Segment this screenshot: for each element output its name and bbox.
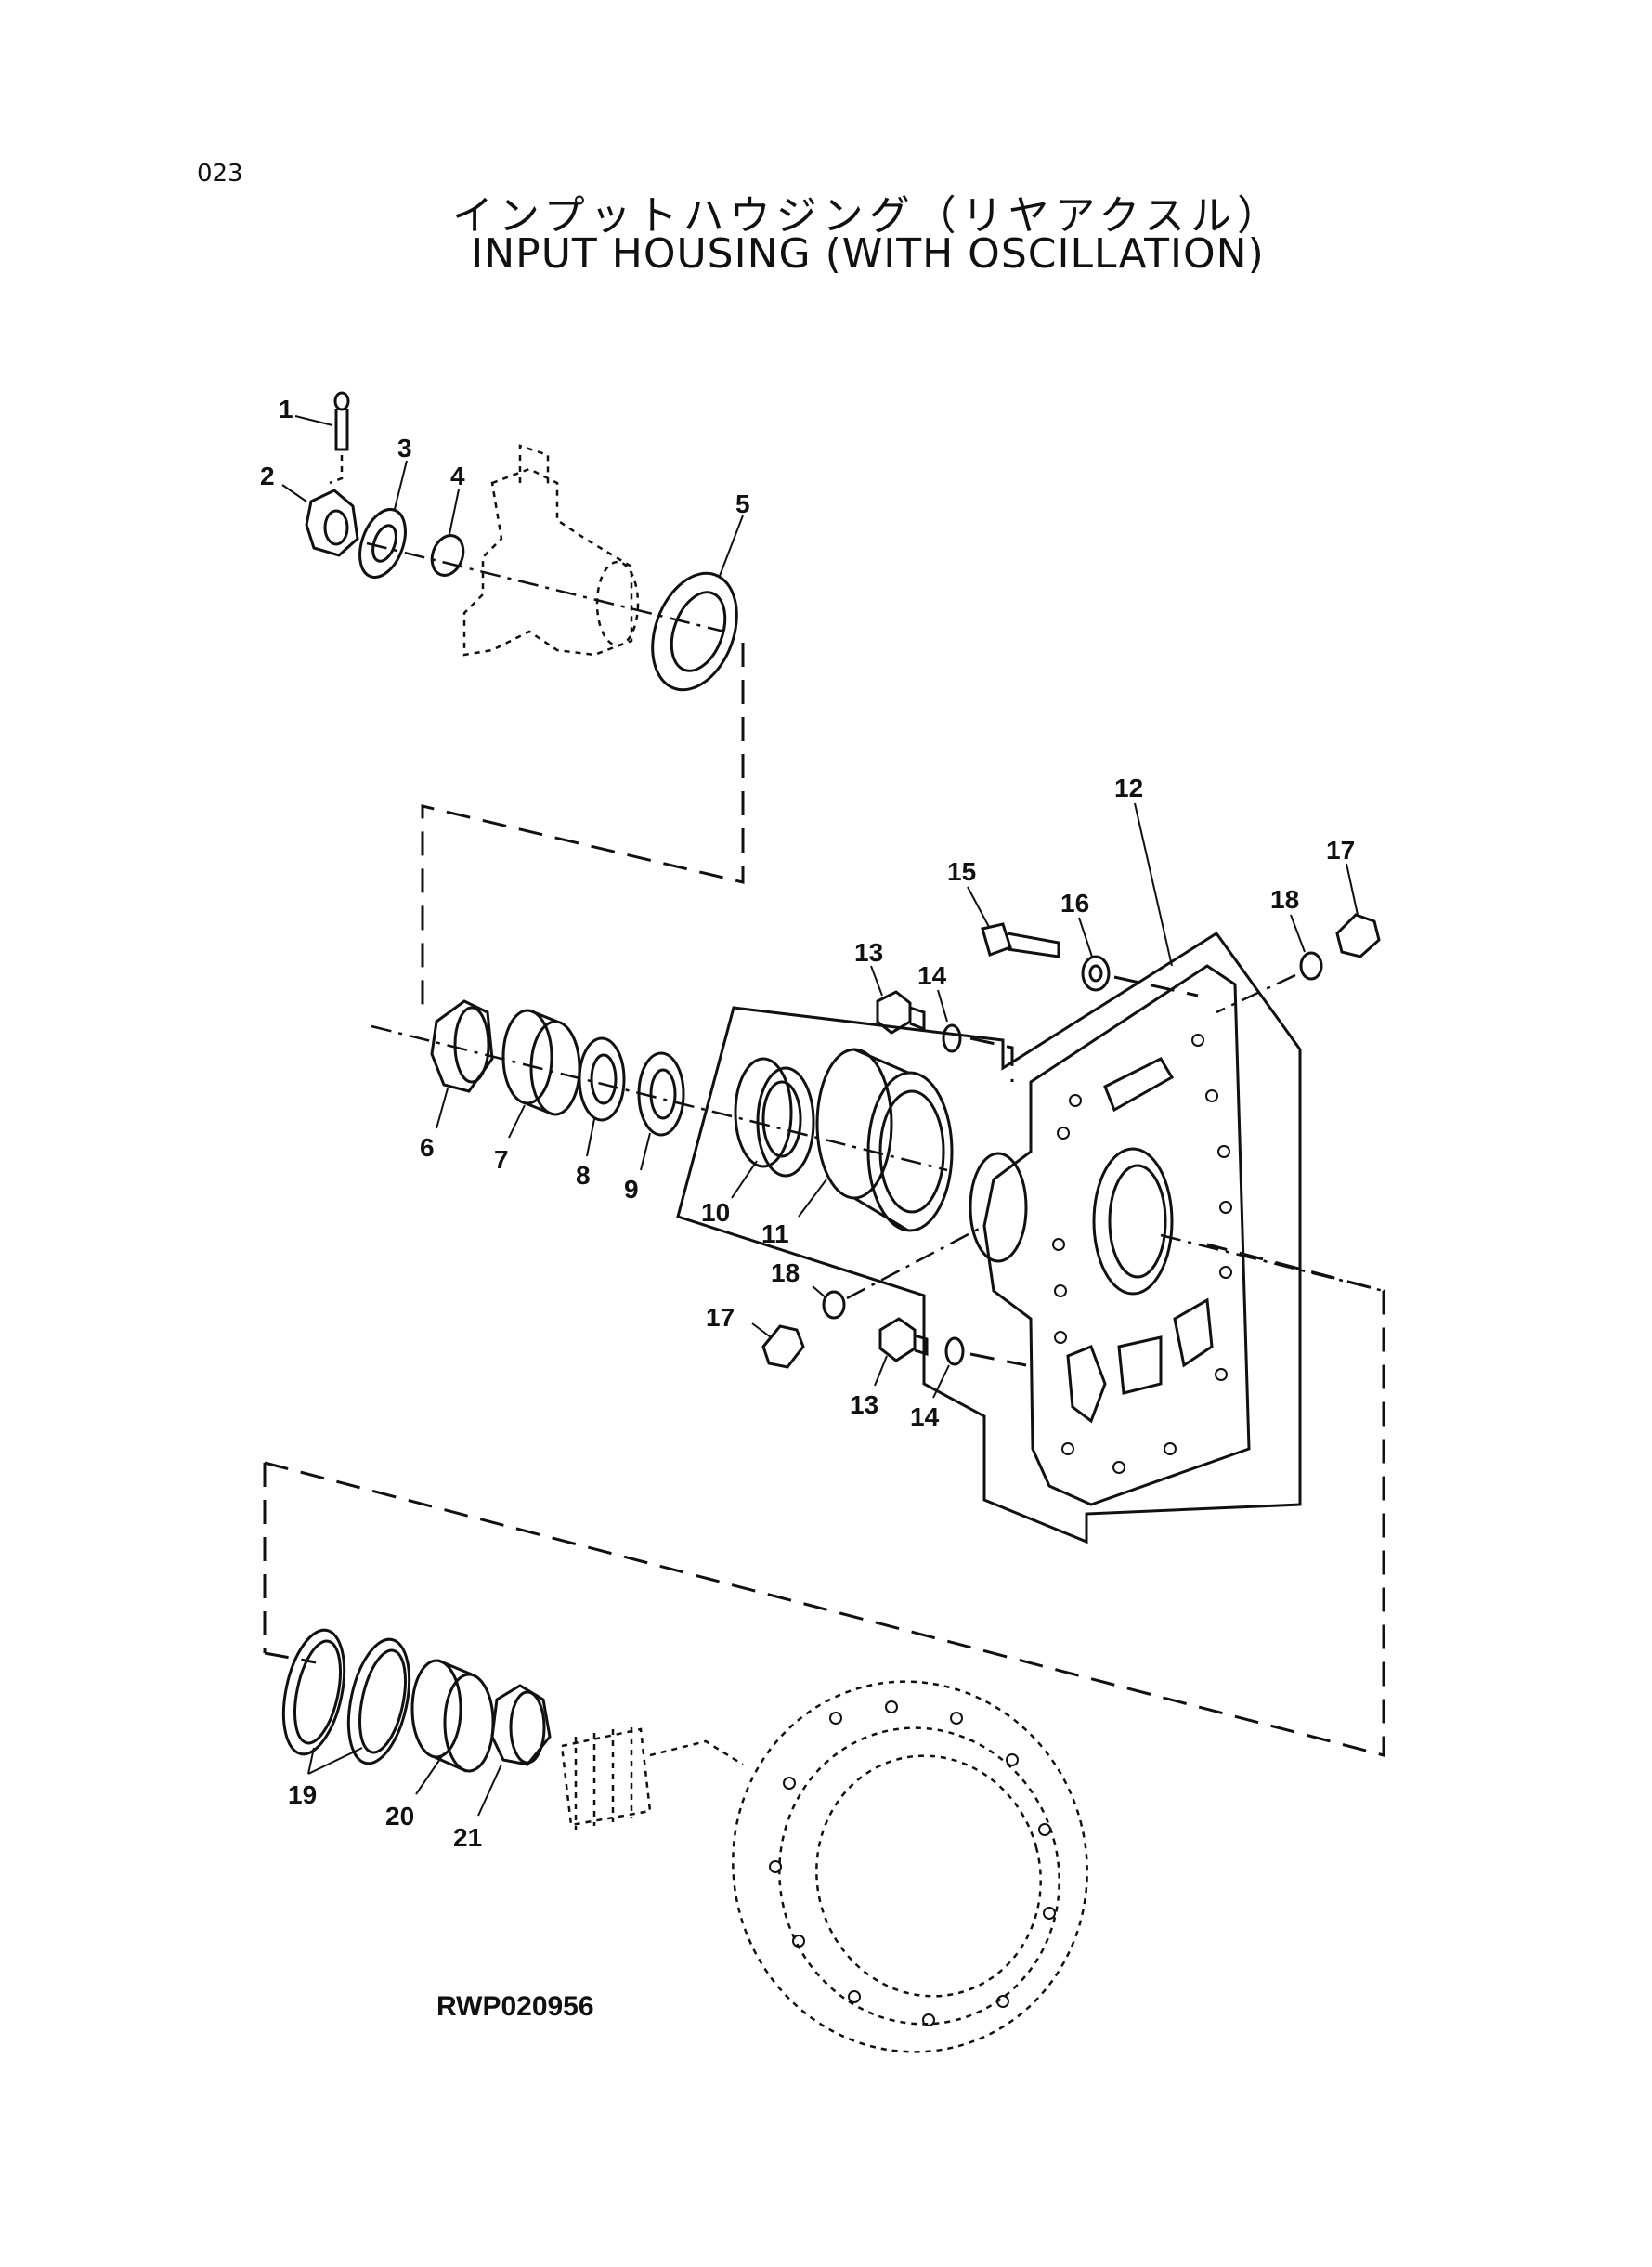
leader-10 [731,1160,758,1199]
leader-2 [281,484,307,502]
callout-5: 5 [735,489,750,518]
leader-7 [508,1104,526,1139]
callout-17-upper: 17 [1326,836,1355,865]
plug-upper [876,990,926,1035]
flange-yoke-phantom [462,444,640,657]
guide-14-lower [969,1352,1027,1367]
callout-6: 6 [420,1133,435,1162]
leader-6 [436,1088,449,1129]
callout-4: 4 [450,462,465,490]
callout-18-upper: 18 [1270,885,1299,914]
callout-labels: 1 2 3 4 5 6 7 8 9 10 11 12 13 14 15 16 1… [260,395,1355,1852]
callout-12: 12 [1114,774,1143,802]
sleeve [815,1048,954,1232]
page-title: INPUT HOUSING (WITH OSCILLATION) [471,230,1265,278]
split-pin [329,391,350,485]
guide-18-upper [1216,973,1296,1014]
callout-20: 20 [385,1802,414,1831]
callout-9: 9 [624,1175,639,1204]
leader-9 [640,1132,651,1171]
oil-seal [651,571,738,692]
breather-washer-lower [822,1290,846,1320]
assembly-guide-line-top [421,643,745,1012]
leader-15 [967,886,990,928]
bolt-washer [1081,955,1111,992]
callout-14-upper: 14 [917,961,947,990]
taper-bearing-cone [430,999,494,1093]
input-housing-plate [969,964,1251,1506]
leader-12 [1134,802,1173,967]
figure-code: RWP020956 [436,1991,594,2022]
callout-18-lower: 18 [771,1258,800,1287]
page-title-japanese: インプットハウジング（リヤアクスル） [451,192,1284,240]
leader-5 [719,515,744,577]
leader-16 [1078,917,1093,958]
guide-16 [1113,975,1199,997]
leader-4 [449,489,460,535]
leader-17-upper [1346,863,1359,916]
callout-16: 16 [1060,889,1089,918]
seal-washer-upper [942,1023,962,1053]
breather-lower [761,1324,805,1369]
leader-20 [415,1752,445,1795]
housing-outline-frame [676,931,1302,1544]
callout-1: 1 [279,395,293,423]
callout-13-lower: 13 [850,1390,878,1419]
callout-14-lower: 14 [910,1402,940,1431]
callout-10: 10 [701,1198,730,1227]
callout-2: 2 [260,462,275,490]
leader-8 [586,1118,595,1157]
leader-13-lower [874,1355,888,1387]
leader-13-upper [870,965,883,997]
bearing-cup-large [734,1057,815,1178]
breather-upper [1335,913,1381,958]
callout-17-lower: 17 [706,1303,735,1332]
callout-3: 3 [397,434,412,463]
leader-11 [798,1179,827,1218]
callout-15: 15 [947,857,976,886]
leader-19 [307,1747,363,1775]
centerline-middle [371,1024,948,1172]
callout-7: 7 [494,1145,509,1174]
plug-lower [878,1317,929,1362]
o-ring [430,534,465,577]
leader-21 [477,1764,502,1817]
pinion-bearing-cone [490,1684,552,1766]
leader-3 [394,460,408,510]
leader-17-lower [751,1322,772,1338]
pinion-and-ring-gear-phantom [560,1680,1088,2053]
shim-pair [281,1628,411,1765]
washer [358,508,407,579]
pinion-bearing-cup [410,1659,495,1773]
seal-washer-lower [944,1336,965,1366]
guide-18-lower [846,1224,985,1300]
leader-18-upper [1290,914,1306,953]
breather-washer-upper [1299,951,1323,981]
centerline-housing [1160,1233,1385,1293]
callout-13-upper: 13 [854,938,883,967]
leader-1 [294,415,333,426]
callout-11: 11 [761,1219,789,1248]
guide-14-upper [969,1036,1014,1082]
callout-8: 8 [576,1161,591,1190]
centerline-top [366,541,725,633]
leader-18-lower [812,1285,827,1299]
bolt [981,922,1060,958]
assembly-guide-line-bottom [263,1243,1385,1757]
callout-21: 21 [453,1823,482,1852]
page-number: 023 [197,160,243,188]
leader-14-lower [932,1364,950,1399]
callout-19: 19 [288,1780,317,1809]
leader-14-upper [937,989,948,1023]
spacer-ring [578,1036,626,1122]
castle-nut [305,489,359,557]
